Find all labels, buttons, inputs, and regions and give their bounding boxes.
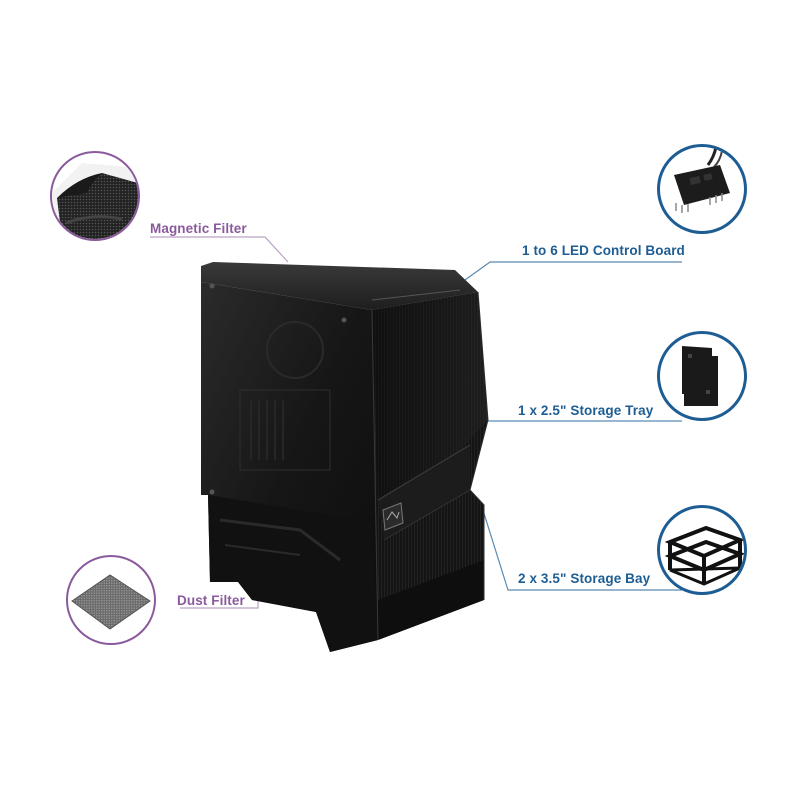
storage-bay-label: 2 x 3.5" Storage Bay	[518, 571, 651, 586]
mesh-sheet-icon	[52, 163, 138, 239]
case-top-panel	[201, 262, 478, 310]
mesh-square-icon	[71, 574, 151, 630]
storage-bay-thumbnail	[657, 505, 747, 595]
magnetic-filter-thumbnail	[50, 151, 140, 241]
drive-cage-icon	[664, 525, 744, 586]
circuit-board-icon	[674, 147, 730, 213]
magnetic-filter-label: Magnetic Filter	[150, 221, 247, 236]
drive-tray-icon	[682, 346, 718, 406]
storage-tray-label: 1 x 2.5" Storage Tray	[518, 403, 654, 418]
led-control-board-thumbnail	[657, 144, 747, 234]
msi-logo-badge	[382, 502, 404, 531]
case-psu-shroud	[208, 495, 378, 652]
led-board-leader	[457, 261, 682, 286]
storage-tray-thumbnail	[657, 331, 747, 421]
magnetic-filter-leader	[150, 236, 289, 263]
dust-filter-thumbnail	[66, 555, 156, 645]
storage-bay-leader	[481, 506, 682, 591]
led-control-board-label: 1 to 6 LED Control Board	[522, 243, 685, 258]
dust-filter-label: Dust Filter	[177, 593, 245, 608]
